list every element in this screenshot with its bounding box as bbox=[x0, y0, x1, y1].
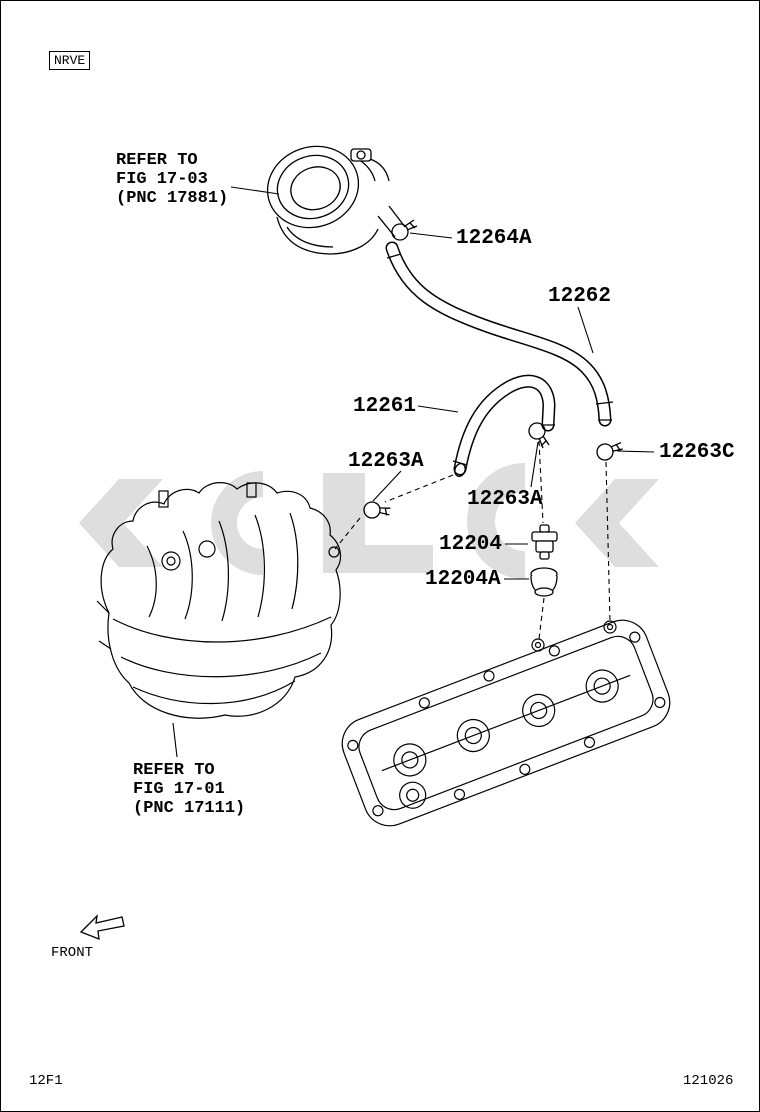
page-code-left: 12F1 bbox=[29, 1073, 63, 1089]
assembly-dashed-lines bbox=[334, 440, 611, 640]
watermark bbox=[79, 463, 659, 579]
callout-ref-fig-17-03: REFER TO FIG 17-03 (PNC 17881) bbox=[116, 151, 228, 208]
callout-ref-fig-17-01: REFER TO FIG 17-01 (PNC 17111) bbox=[133, 761, 245, 818]
front-label: FRONT bbox=[51, 945, 94, 961]
part-label-12262: 12262 bbox=[548, 285, 612, 308]
part-label-12263C: 12263C bbox=[659, 441, 735, 464]
ref-text-line: FIG 17-01 bbox=[133, 780, 225, 799]
clamp-12263A-left-drawing bbox=[360, 494, 394, 527]
part-label-12204A: 12204A bbox=[425, 568, 501, 591]
part-12204-drawing bbox=[531, 524, 558, 560]
part-label-12263A-left: 12263A bbox=[348, 450, 424, 473]
model-code: NRVE bbox=[54, 53, 86, 68]
part-label-12263A-lower: 12263A bbox=[467, 488, 543, 511]
cylinder-head-cover-drawing bbox=[341, 619, 671, 827]
part-label-12261: 12261 bbox=[353, 395, 417, 418]
intake-manifold-drawing bbox=[96, 482, 342, 719]
model-code-box: NRVE bbox=[49, 51, 91, 70]
hose-12262-drawing bbox=[385, 241, 614, 427]
hose-12261-drawing bbox=[452, 374, 556, 477]
part-label-12204: 12204 bbox=[439, 533, 503, 556]
leader-lines bbox=[172, 186, 655, 758]
clamp-12264A-drawing bbox=[391, 219, 418, 241]
ref-text-line: FIG 17-03 bbox=[116, 170, 208, 189]
part-12204A-drawing bbox=[530, 567, 558, 597]
ref-text-line: REFER TO bbox=[133, 761, 215, 780]
front-arrow-icon bbox=[79, 914, 125, 941]
page-code-right: 121026 bbox=[683, 1073, 734, 1089]
ref-text-line: (PNC 17881) bbox=[116, 189, 229, 208]
ref-text-line: (PNC 17111) bbox=[133, 799, 246, 818]
ref-text-line: REFER TO bbox=[116, 151, 198, 170]
part-label-12264A: 12264A bbox=[456, 227, 532, 250]
throttle-body-drawing bbox=[266, 145, 406, 255]
